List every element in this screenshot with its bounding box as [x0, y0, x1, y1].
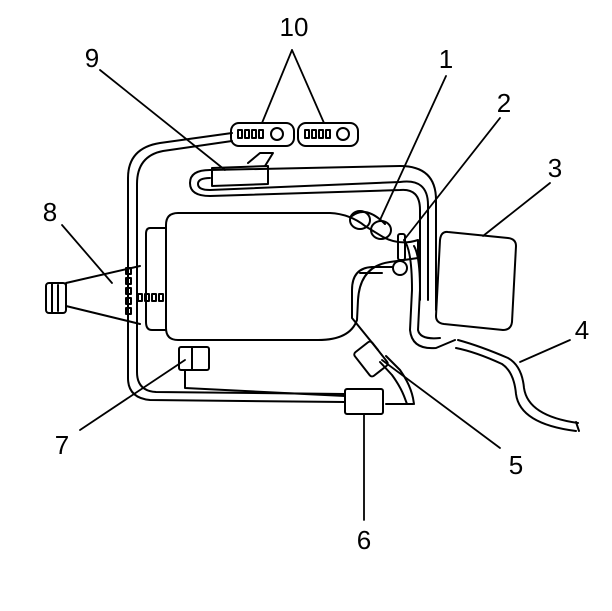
leader-7 [79, 359, 186, 431]
leader-3 [482, 182, 551, 237]
fuel-tank-body [165, 212, 419, 341]
callout-5: 5 [508, 450, 524, 480]
top-vent-hose [189, 165, 437, 311]
fitting-7 [178, 346, 346, 397]
leader-1 [379, 75, 447, 221]
leader-8 [61, 224, 113, 284]
leader-2 [403, 117, 501, 241]
evap-canister [403, 230, 517, 350]
callout-3: 3 [547, 153, 563, 183]
callout-7: 7 [54, 430, 70, 460]
tank-end-cap [145, 227, 167, 331]
vent-valve [351, 233, 408, 351]
callout-1: 1 [438, 44, 454, 74]
connector-6 [344, 388, 384, 415]
leader-10a [261, 49, 293, 124]
fuel-pump-fittings [349, 210, 392, 240]
callout-2: 2 [496, 88, 512, 118]
fuel-filter-5 [353, 340, 415, 405]
callout-10: 10 [279, 12, 309, 42]
leader-5 [381, 359, 501, 449]
hose-4 [455, 339, 580, 432]
callout-4: 4 [574, 315, 590, 345]
leader-10b [291, 49, 325, 124]
electrical-connectors [230, 122, 359, 147]
callout-6: 6 [356, 525, 372, 555]
callout-9: 9 [84, 43, 100, 73]
leader-4 [519, 339, 571, 363]
filler-neck [45, 265, 164, 325]
leader-9 [99, 69, 226, 171]
outer-hose-loop [127, 132, 346, 403]
leader-lines [61, 49, 571, 521]
bracket-9 [211, 152, 274, 187]
callout-8: 8 [42, 197, 58, 227]
